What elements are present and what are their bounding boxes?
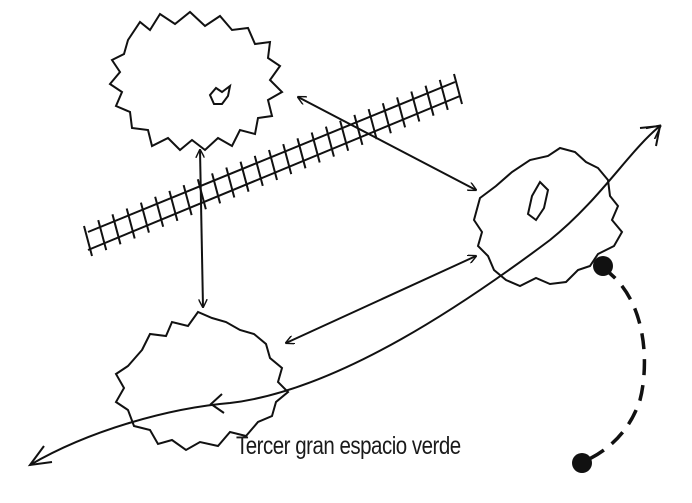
third-green-space-dashed-link: [582, 266, 647, 464]
railway-tie: [282, 143, 293, 175]
railway-tie: [225, 167, 236, 198]
connection-top-to-bottom-arrow: [200, 150, 203, 307]
connection-top-to-right-arrow: [298, 97, 476, 190]
right-area-outline: [472, 146, 624, 288]
railway-tie: [125, 208, 136, 239]
railway-tie: [239, 161, 250, 192]
rail-lower: [87, 95, 461, 251]
railway-tie: [154, 196, 165, 228]
bottom-left-area-outline: [114, 310, 290, 452]
main-route-curve: [29, 126, 660, 466]
railway: [83, 73, 463, 257]
railway-tie: [139, 202, 150, 233]
top-left-area-inner-mark: [208, 83, 232, 105]
railway-tie: [83, 225, 93, 257]
railway-tie: [268, 149, 278, 181]
railway-tie: [182, 184, 193, 216]
connection-bottom-to-right-arrow: [286, 256, 476, 343]
third-green-space-label: Tercer gran espacio verde: [236, 432, 461, 460]
railway-tie: [253, 155, 264, 187]
railway-tie: [111, 214, 122, 245]
route-start-arrowhead: [27, 445, 53, 467]
top-left-area-outline: [108, 10, 284, 152]
link-start-dot: [593, 256, 613, 276]
railway-tie: [168, 190, 179, 222]
railway-tie: [438, 79, 449, 111]
link-end-dot: [572, 453, 592, 473]
right-area-inner-mark: [526, 180, 550, 222]
railway-tie: [97, 219, 108, 251]
railway-tie: [211, 173, 222, 204]
route-end-arrowhead-right: [639, 124, 662, 147]
route-mid-arrowhead: [209, 393, 225, 414]
railway-tie: [453, 73, 463, 105]
